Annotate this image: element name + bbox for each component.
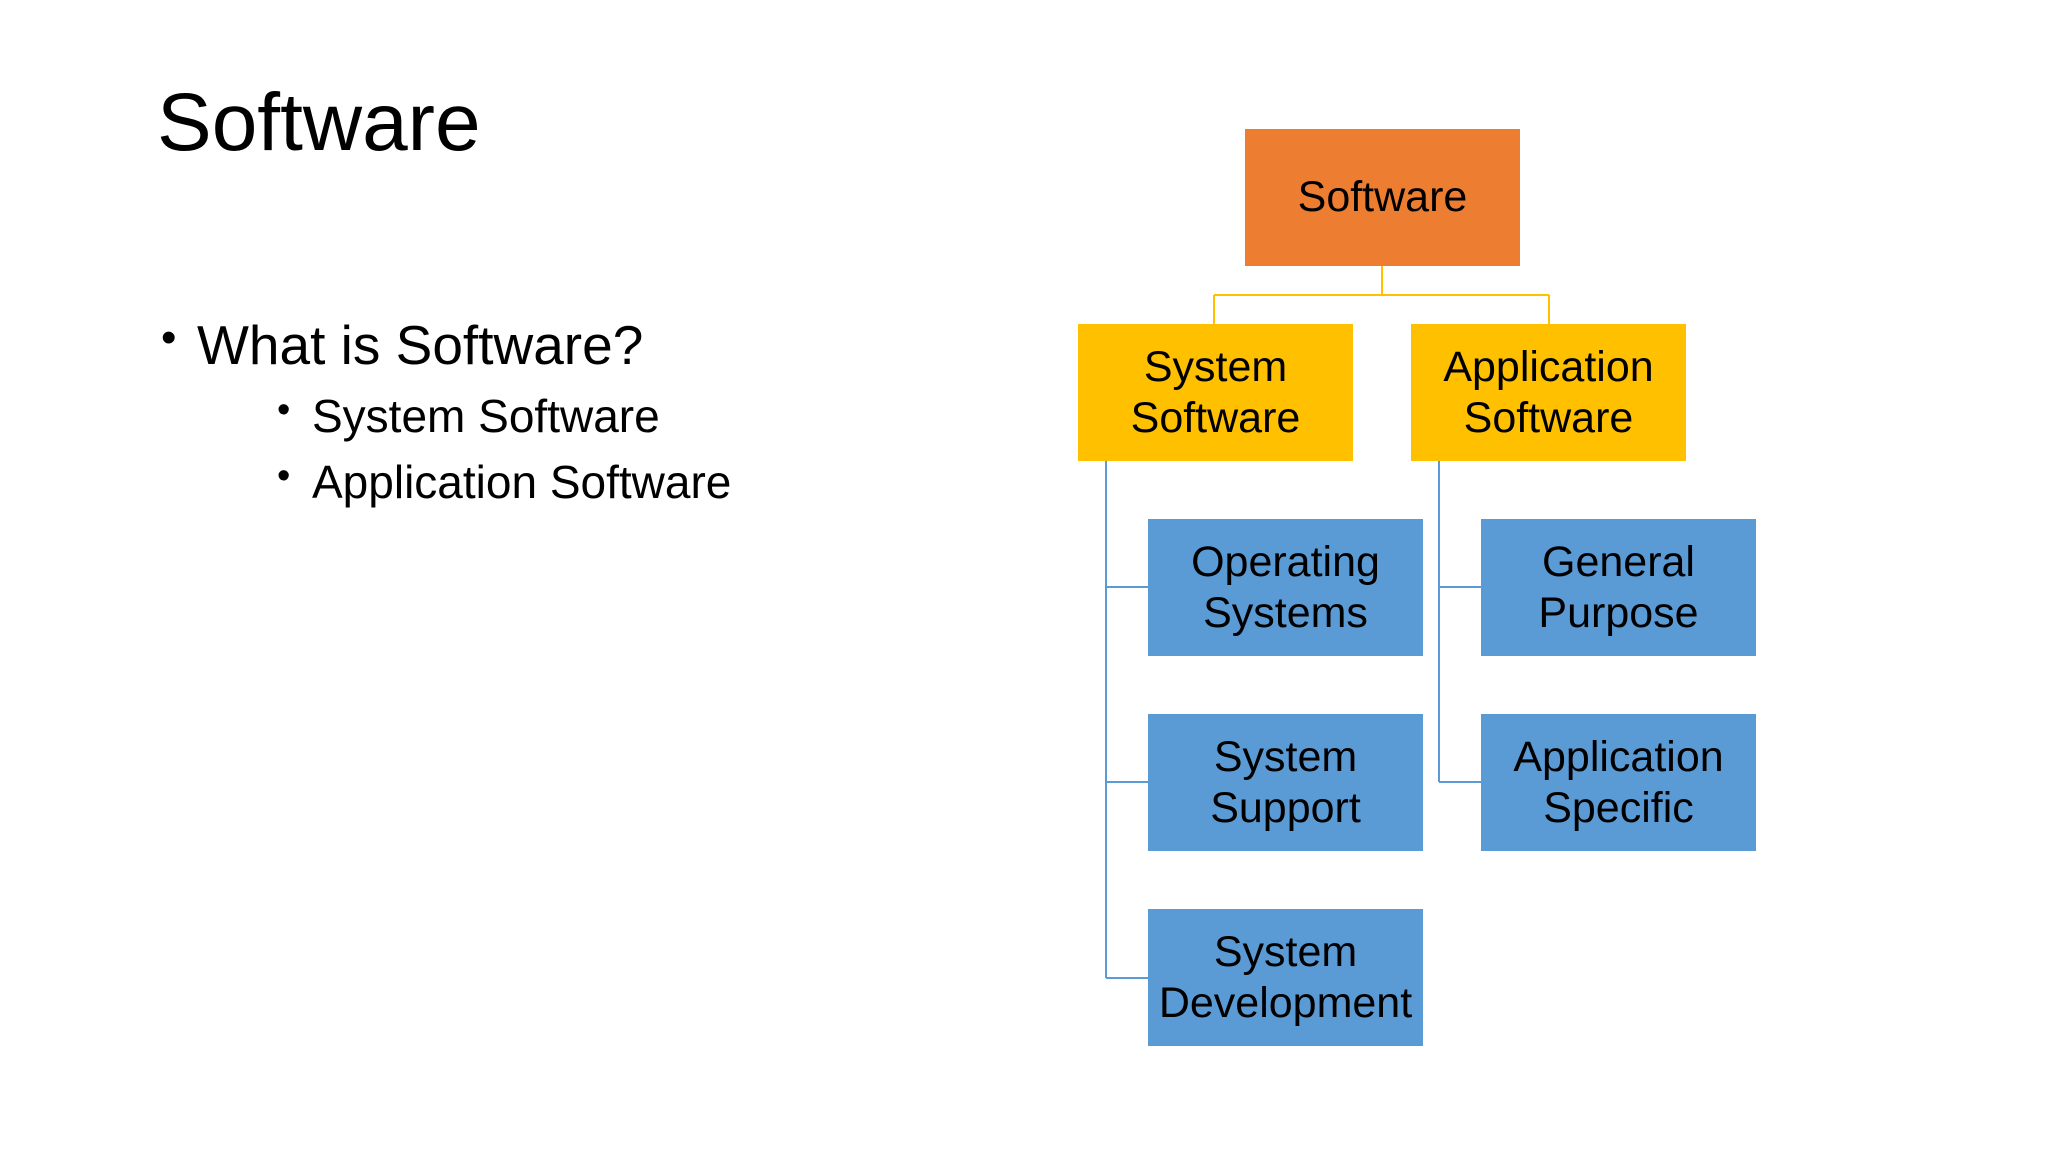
sub-bullet-dot-icon: • xyxy=(277,389,291,431)
node-label: General Purpose xyxy=(1538,537,1699,637)
org-node-operating-systems: Operating Systems xyxy=(1148,519,1423,656)
org-node-software: Software xyxy=(1245,129,1520,266)
node-label: Application Specific xyxy=(1513,732,1724,832)
slide-title: Software xyxy=(157,77,481,168)
node-label: Software xyxy=(1297,173,1468,222)
sub-bullet-list: • System Software • Application Software xyxy=(197,389,732,508)
bullet-item: • What is Software? • System Software • … xyxy=(157,313,732,508)
application-software-connector xyxy=(1438,461,1481,783)
sub-bullet-dot-icon: • xyxy=(277,455,291,497)
node-label: Operating Systems xyxy=(1191,537,1380,637)
system-software-connector xyxy=(1105,461,1148,979)
sub-bullet-text: System Software xyxy=(312,390,660,442)
org-node-application-specific: Application Specific xyxy=(1481,714,1756,851)
sub-bullet-item: • System Software xyxy=(277,389,731,442)
node-label: Application Software xyxy=(1443,342,1654,442)
org-node-system-development: System Development xyxy=(1148,909,1423,1046)
org-node-system-software: System Software xyxy=(1078,324,1353,461)
bullet-dot-icon: • xyxy=(161,313,177,362)
sub-bullet-text: Application Software xyxy=(312,456,732,508)
bullet-text: What is Software? xyxy=(197,314,644,376)
bullet-list: • What is Software? • System Software • … xyxy=(157,313,732,525)
node-label: System Development xyxy=(1158,927,1413,1027)
org-node-general-purpose: General Purpose xyxy=(1481,519,1756,656)
node-label: System Support xyxy=(1210,732,1361,832)
org-node-application-software: Application Software xyxy=(1411,324,1686,461)
root-connector xyxy=(1213,266,1550,324)
sub-bullet-item: • Application Software xyxy=(277,455,732,508)
org-node-system-support: System Support xyxy=(1148,714,1423,851)
node-label: System Software xyxy=(1130,342,1301,442)
